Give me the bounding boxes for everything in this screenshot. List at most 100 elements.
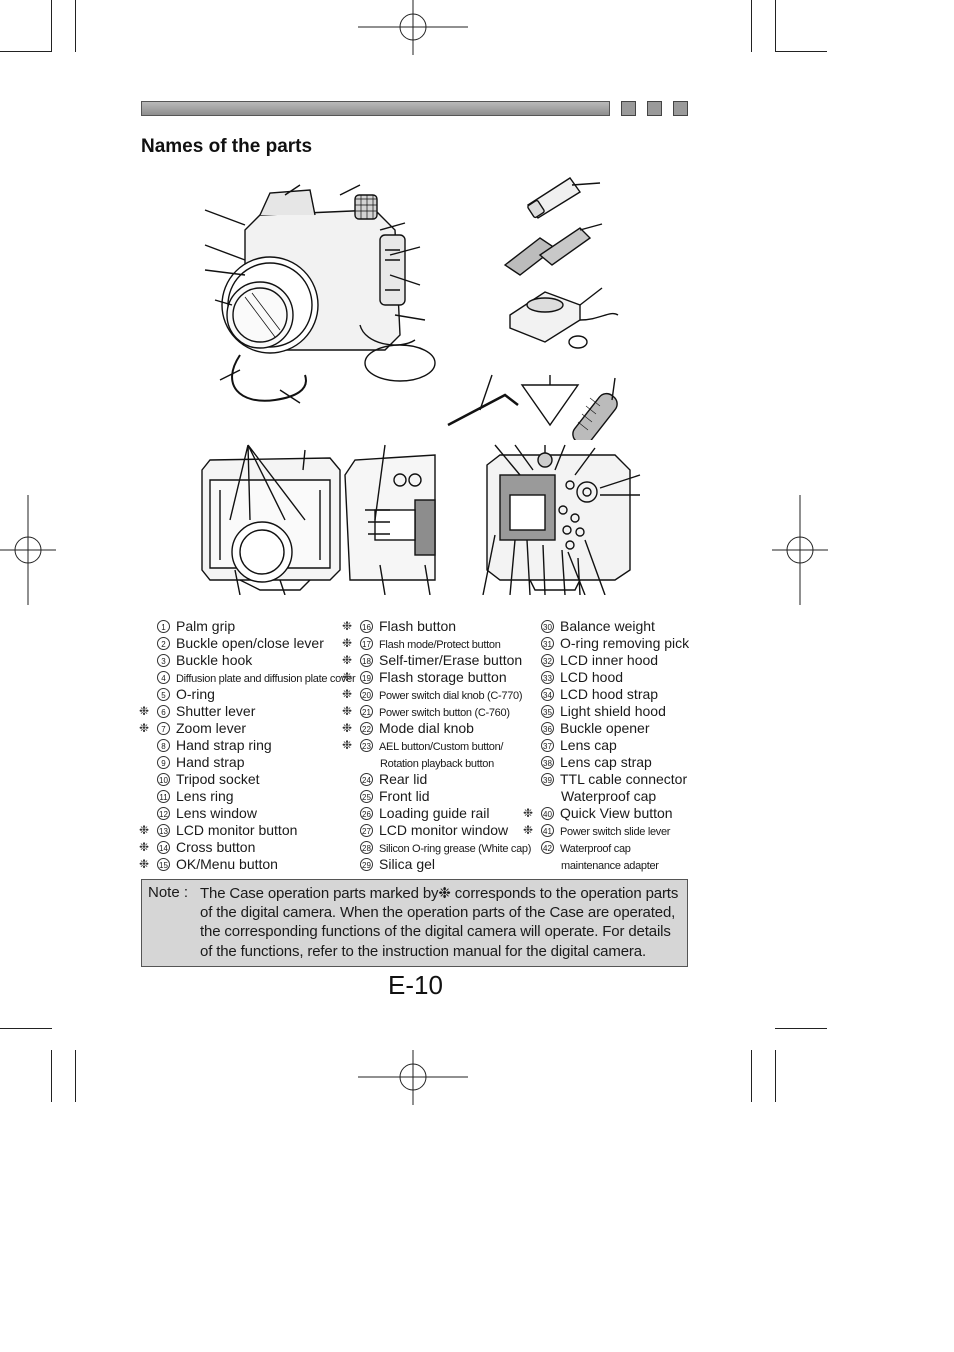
- part-number: 19: [360, 671, 373, 684]
- camera-operation-mark-icon: ❉: [341, 704, 353, 718]
- registration-mark-bottom: [358, 1050, 468, 1105]
- part-label: Lens cap: [560, 737, 617, 753]
- camera-operation-mark-icon: ❉: [138, 840, 150, 854]
- part-label: LCD inner hood: [560, 652, 659, 668]
- part-number: 13: [157, 824, 170, 837]
- part-item: 29 Silica gel: [360, 856, 531, 873]
- part-label: Hand strap ring: [176, 737, 272, 753]
- part-label: LCD hood strap: [560, 686, 659, 702]
- part-item: 1 Palm grip: [157, 618, 355, 635]
- part-number: 5: [157, 688, 170, 701]
- part-label: Lens window: [176, 805, 257, 821]
- part-label: Shutter lever: [176, 703, 256, 719]
- part-number: 31: [541, 637, 554, 650]
- part-label: AEL button/Custom button/: [379, 741, 504, 753]
- part-label: TTL cable connector: [560, 771, 688, 787]
- part-number: 9: [157, 756, 170, 769]
- part-label: Cross button: [176, 839, 256, 855]
- part-label: Power switch button (C-760): [379, 707, 510, 719]
- part-number: 28: [360, 841, 373, 854]
- part-label: LCD monitor window: [379, 822, 509, 838]
- part-item: ❉ 14 Cross button: [139, 839, 355, 856]
- part-item: ❉ 20 Power switch dial knob (C-770): [342, 686, 531, 703]
- part-item: Waterproof cap: [541, 788, 689, 805]
- camera-operation-mark-icon: ❉: [138, 823, 150, 837]
- part-item: ❉ 6 Shutter lever: [139, 703, 355, 720]
- part-label: Buckle opener: [560, 720, 650, 736]
- part-label: Rear lid: [379, 771, 428, 787]
- part-label: Rotation playback button: [380, 758, 494, 770]
- part-label: Silica gel: [379, 856, 436, 872]
- part-number: 42: [541, 841, 554, 854]
- part-item: 32 LCD inner hood: [541, 652, 689, 669]
- part-number: 8: [157, 739, 170, 752]
- part-number: 39: [541, 773, 554, 786]
- part-label: Lens cap strap: [560, 754, 652, 770]
- part-label: OK/Menu button: [176, 856, 278, 872]
- camera-operation-mark-icon: ❉: [341, 670, 353, 684]
- part-number: 27: [360, 824, 373, 837]
- part-label: maintenance adapter: [561, 860, 659, 872]
- part-number: 17: [360, 637, 373, 650]
- part-number: 14: [157, 841, 170, 854]
- part-number: 16: [360, 620, 373, 633]
- part-number: 6: [157, 705, 170, 718]
- camera-operation-mark-icon: ❉: [138, 704, 150, 718]
- part-number: 7: [157, 722, 170, 735]
- part-label: Palm grip: [176, 618, 236, 634]
- part-number: 1: [157, 620, 170, 633]
- part-number: 32: [541, 654, 554, 667]
- part-item: 42 Waterproof cap: [541, 839, 689, 856]
- part-number: 21: [360, 705, 373, 718]
- part-number: 3: [157, 654, 170, 667]
- header-bar: [141, 101, 610, 116]
- part-number: 26: [360, 807, 373, 820]
- part-number: 38: [541, 756, 554, 769]
- part-number: 30: [541, 620, 554, 633]
- camera-operation-mark-icon: ❉: [341, 636, 353, 650]
- part-label: Self-timer/Erase button: [379, 652, 523, 668]
- part-label: Flash button: [379, 618, 457, 634]
- part-label: Power switch dial knob (C-770): [379, 690, 523, 702]
- camera-operation-mark-icon: ❉: [138, 721, 150, 735]
- part-number: 35: [541, 705, 554, 718]
- part-number: 18: [360, 654, 373, 667]
- accessories-illustration: [447, 177, 619, 440]
- registration-mark-top: [358, 0, 468, 55]
- registration-mark-right: [772, 495, 828, 605]
- part-item: Rotation playback button: [360, 754, 531, 771]
- part-number: 20: [360, 688, 373, 701]
- part-label: O-ring removing pick: [560, 635, 690, 651]
- part-label: Lens ring: [176, 788, 234, 804]
- registration-mark-left: [0, 495, 56, 605]
- part-label: Balance weight: [560, 618, 655, 634]
- camera-operation-mark-icon: ❉: [341, 738, 353, 752]
- camera-operation-mark-icon: ❉: [341, 687, 353, 701]
- camera-operation-mark-icon: ❉: [341, 721, 353, 735]
- part-number: 40: [541, 807, 554, 820]
- page-number: E-10: [388, 970, 443, 1000]
- part-label: Waterproof cap: [560, 843, 631, 855]
- part-item: 39 TTL cable connector: [541, 771, 689, 788]
- part-label: Power switch slide lever: [560, 826, 671, 838]
- part-label: Loading guide rail: [379, 805, 490, 821]
- part-label: Diffusion plate and diffusion plate cove…: [176, 673, 356, 685]
- part-number: 29: [360, 858, 373, 871]
